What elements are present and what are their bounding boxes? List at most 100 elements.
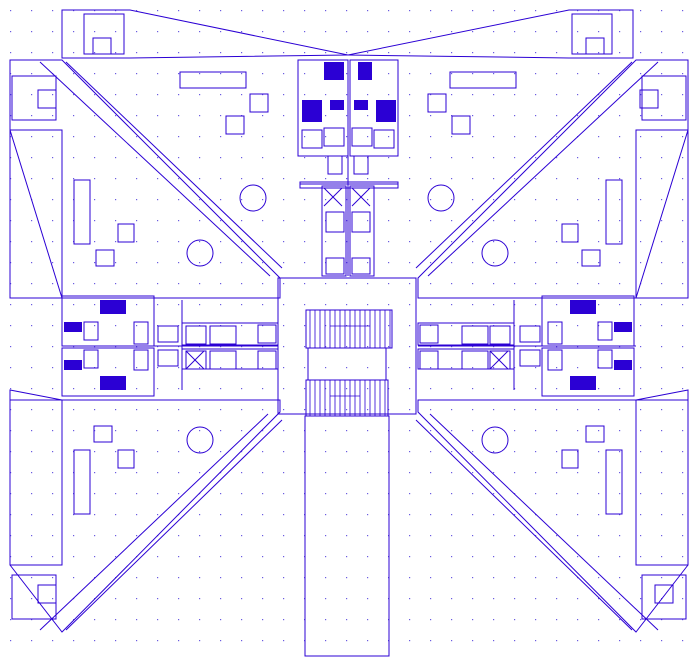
- grid-dot: [52, 304, 54, 306]
- grid-dot: [472, 577, 474, 579]
- grid-dot: [199, 430, 201, 432]
- grid-dot: [598, 31, 600, 33]
- grid-dot: [73, 31, 75, 33]
- grid-dot: [472, 346, 474, 348]
- solid-fixture: [376, 100, 396, 122]
- grid-dot: [94, 346, 96, 348]
- grid-dot: [31, 241, 33, 243]
- grid-dot: [493, 430, 495, 432]
- grid-dot: [220, 367, 222, 369]
- grid-dot: [241, 31, 243, 33]
- grid-dot: [640, 409, 642, 411]
- stair-lower: [305, 379, 389, 417]
- grid-dot: [514, 241, 516, 243]
- grid-dot: [682, 472, 684, 474]
- grid-dot: [304, 325, 306, 327]
- grid-dot: [31, 619, 33, 621]
- grid-dot: [535, 472, 537, 474]
- grid-dot: [535, 115, 537, 117]
- grid-dot: [346, 367, 348, 369]
- grid-dot: [31, 535, 33, 537]
- grid-dot: [640, 388, 642, 390]
- grid-dot: [73, 157, 75, 159]
- grid-dot: [619, 430, 621, 432]
- grid-dot: [283, 535, 285, 537]
- grid-dot: [283, 493, 285, 495]
- solid-fixture: [302, 100, 322, 122]
- fixture: [185, 350, 207, 370]
- sw-side-wall: [9, 399, 63, 566]
- grid-dot: [598, 472, 600, 474]
- grid-dot: [346, 241, 348, 243]
- grid-dot: [94, 430, 96, 432]
- grid-dot: [514, 52, 516, 54]
- grid-dot: [136, 577, 138, 579]
- grid-dot: [367, 577, 369, 579]
- grid-dot: [682, 640, 684, 642]
- grid-dot: [472, 283, 474, 285]
- grid-dot: [31, 283, 33, 285]
- grid-dot: [199, 115, 201, 117]
- grid-dot: [115, 346, 117, 348]
- grid-dot: [115, 472, 117, 474]
- grid-dot: [73, 73, 75, 75]
- grid-dot: [640, 577, 642, 579]
- ne-corner-block: [571, 13, 613, 55]
- furniture-piece: [117, 223, 135, 243]
- fixture: [209, 325, 237, 345]
- grid-dot: [577, 52, 579, 54]
- grid-dot: [283, 598, 285, 600]
- grid-dot: [619, 241, 621, 243]
- grid-dot: [262, 136, 264, 138]
- grid-dot: [661, 115, 663, 117]
- grid-dot: [451, 199, 453, 201]
- grid-dot: [367, 409, 369, 411]
- grid-dot: [556, 73, 558, 75]
- furniture-piece: [117, 449, 135, 469]
- grid-dot: [682, 367, 684, 369]
- grid-dot: [94, 220, 96, 222]
- grid-dot: [136, 325, 138, 327]
- grid-dot: [556, 430, 558, 432]
- grid-dot: [346, 262, 348, 264]
- grid-dot: [157, 94, 159, 96]
- round-table: [481, 239, 509, 267]
- grid-dot: [262, 199, 264, 201]
- grid-dot: [220, 514, 222, 516]
- grid-dot: [199, 640, 201, 642]
- grid-dot: [52, 220, 54, 222]
- grid-dot: [409, 220, 411, 222]
- grid-dot: [493, 472, 495, 474]
- grid-dot: [283, 619, 285, 621]
- grid-dot: [52, 535, 54, 537]
- grid-dot: [682, 283, 684, 285]
- fixture: [353, 155, 369, 175]
- grid-dot: [493, 241, 495, 243]
- grid-dot: [451, 472, 453, 474]
- grid-dot: [10, 283, 12, 285]
- grid-dot: [451, 619, 453, 621]
- grid-dot: [10, 115, 12, 117]
- grid-dot: [73, 283, 75, 285]
- grid-dot: [325, 52, 327, 54]
- grid-dot: [472, 10, 474, 12]
- grid-dot: [598, 640, 600, 642]
- grid-dot: [325, 430, 327, 432]
- grid-dot: [367, 199, 369, 201]
- grid-dot: [94, 451, 96, 453]
- grid-dot: [493, 388, 495, 390]
- grid-dot: [220, 262, 222, 264]
- grid-dot: [577, 10, 579, 12]
- grid-dot: [598, 451, 600, 453]
- grid-dot: [73, 514, 75, 516]
- grid-dot: [556, 283, 558, 285]
- grid-dot: [535, 241, 537, 243]
- grid-dot: [94, 94, 96, 96]
- grid-dot: [556, 262, 558, 264]
- grid-dot: [73, 346, 75, 348]
- grid-dot: [178, 493, 180, 495]
- grid-dot: [556, 388, 558, 390]
- corridor-south: [304, 415, 390, 657]
- grid-dot: [178, 94, 180, 96]
- ne-corner-inner: [585, 37, 605, 55]
